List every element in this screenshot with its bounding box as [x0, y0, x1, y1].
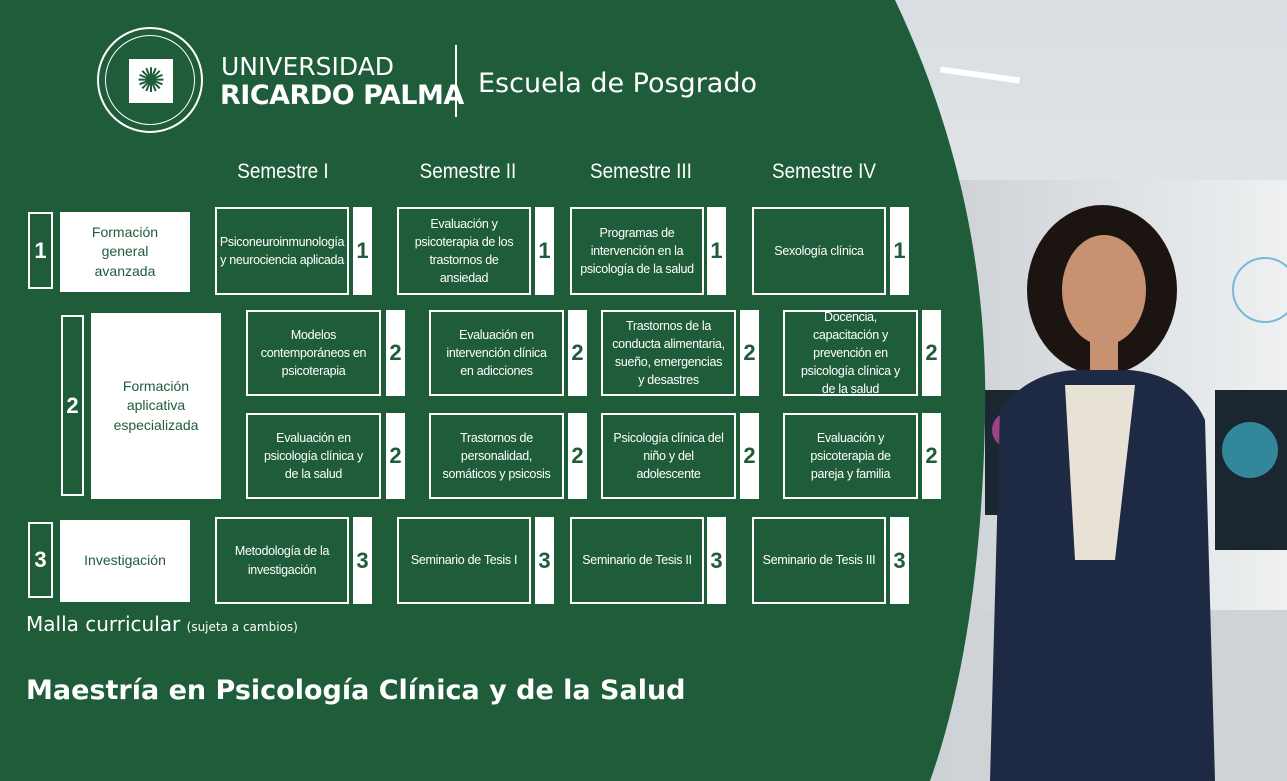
- course-area-number: 2: [922, 310, 941, 396]
- course-area-number: 3: [535, 517, 554, 604]
- semester-header: Semestre I: [237, 160, 329, 183]
- course-box: Trastornos de personalidad, somáticos y …: [429, 413, 564, 499]
- course-box: Seminario de Tesis II: [570, 517, 704, 604]
- course-area-number: 2: [740, 413, 759, 499]
- semester-header: Semestre IV: [771, 160, 876, 183]
- course-area-number: 1: [707, 207, 726, 295]
- course-area-number: 2: [386, 413, 405, 499]
- area-label: Formación aplicativa especializada: [91, 313, 221, 499]
- course-box: Metodología de la investigación: [215, 517, 349, 604]
- course-box: Evaluación en intervención clínica en ad…: [429, 310, 564, 396]
- course-box: Sexología clínica: [752, 207, 886, 295]
- course-box: Docencia, capacitación y prevención en p…: [783, 310, 918, 396]
- course-area-number: 1: [535, 207, 554, 295]
- area-number-box: 3: [28, 522, 53, 598]
- malla-label: Malla curricular (sujeta a cambios): [26, 612, 298, 636]
- school-name: Escuela de Posgrado: [478, 68, 758, 99]
- course-box: Evaluación y psicoterapia de pareja y fa…: [783, 413, 918, 499]
- university-name-line2: RICARDO PALMA: [220, 80, 464, 111]
- area-number-box: 1: [28, 212, 53, 289]
- course-area-number: 3: [353, 517, 372, 604]
- course-box: Seminario de Tesis III: [752, 517, 886, 604]
- logo-divider: [455, 45, 457, 117]
- semester-header: Semestre II: [419, 160, 517, 183]
- university-seal-logo: ✺: [97, 27, 203, 133]
- semester-header: Semestre III: [590, 160, 692, 183]
- course-box: Evaluación y psicoterapia de los trastor…: [397, 207, 531, 295]
- course-box: Evaluación en psicología clínica y de la…: [246, 413, 381, 499]
- course-box: Modelos contemporáneos en psicoterapia: [246, 310, 381, 396]
- course-box: Seminario de Tesis I: [397, 517, 531, 604]
- program-title: Maestría en Psicología Clínica y de la S…: [26, 675, 686, 706]
- course-area-number: 3: [707, 517, 726, 604]
- course-box: Programas de intervención en la psicolog…: [570, 207, 704, 295]
- course-area-number: 2: [568, 413, 587, 499]
- area-number-box: 2: [61, 315, 84, 496]
- university-name-line1: UNIVERSIDAD: [221, 52, 395, 81]
- malla-note: (sujeta a cambios): [186, 620, 298, 634]
- course-area-number: 3: [890, 517, 909, 604]
- course-area-number: 2: [386, 310, 405, 396]
- course-box: Trastornos de la conducta alimentaria, s…: [601, 310, 736, 396]
- course-area-number: 2: [568, 310, 587, 396]
- course-area-number: 1: [353, 207, 372, 295]
- area-label: Investigación: [60, 520, 190, 602]
- malla-title: Malla curricular: [26, 612, 181, 636]
- course-box: Psicología clínica del niño y del adoles…: [601, 413, 736, 499]
- course-area-number: 2: [740, 310, 759, 396]
- course-area-number: 2: [922, 413, 941, 499]
- course-area-number: 1: [890, 207, 909, 295]
- area-label: Formación general avanzada: [60, 212, 190, 292]
- course-box: Psiconeuroinmunología y neurociencia apl…: [215, 207, 349, 295]
